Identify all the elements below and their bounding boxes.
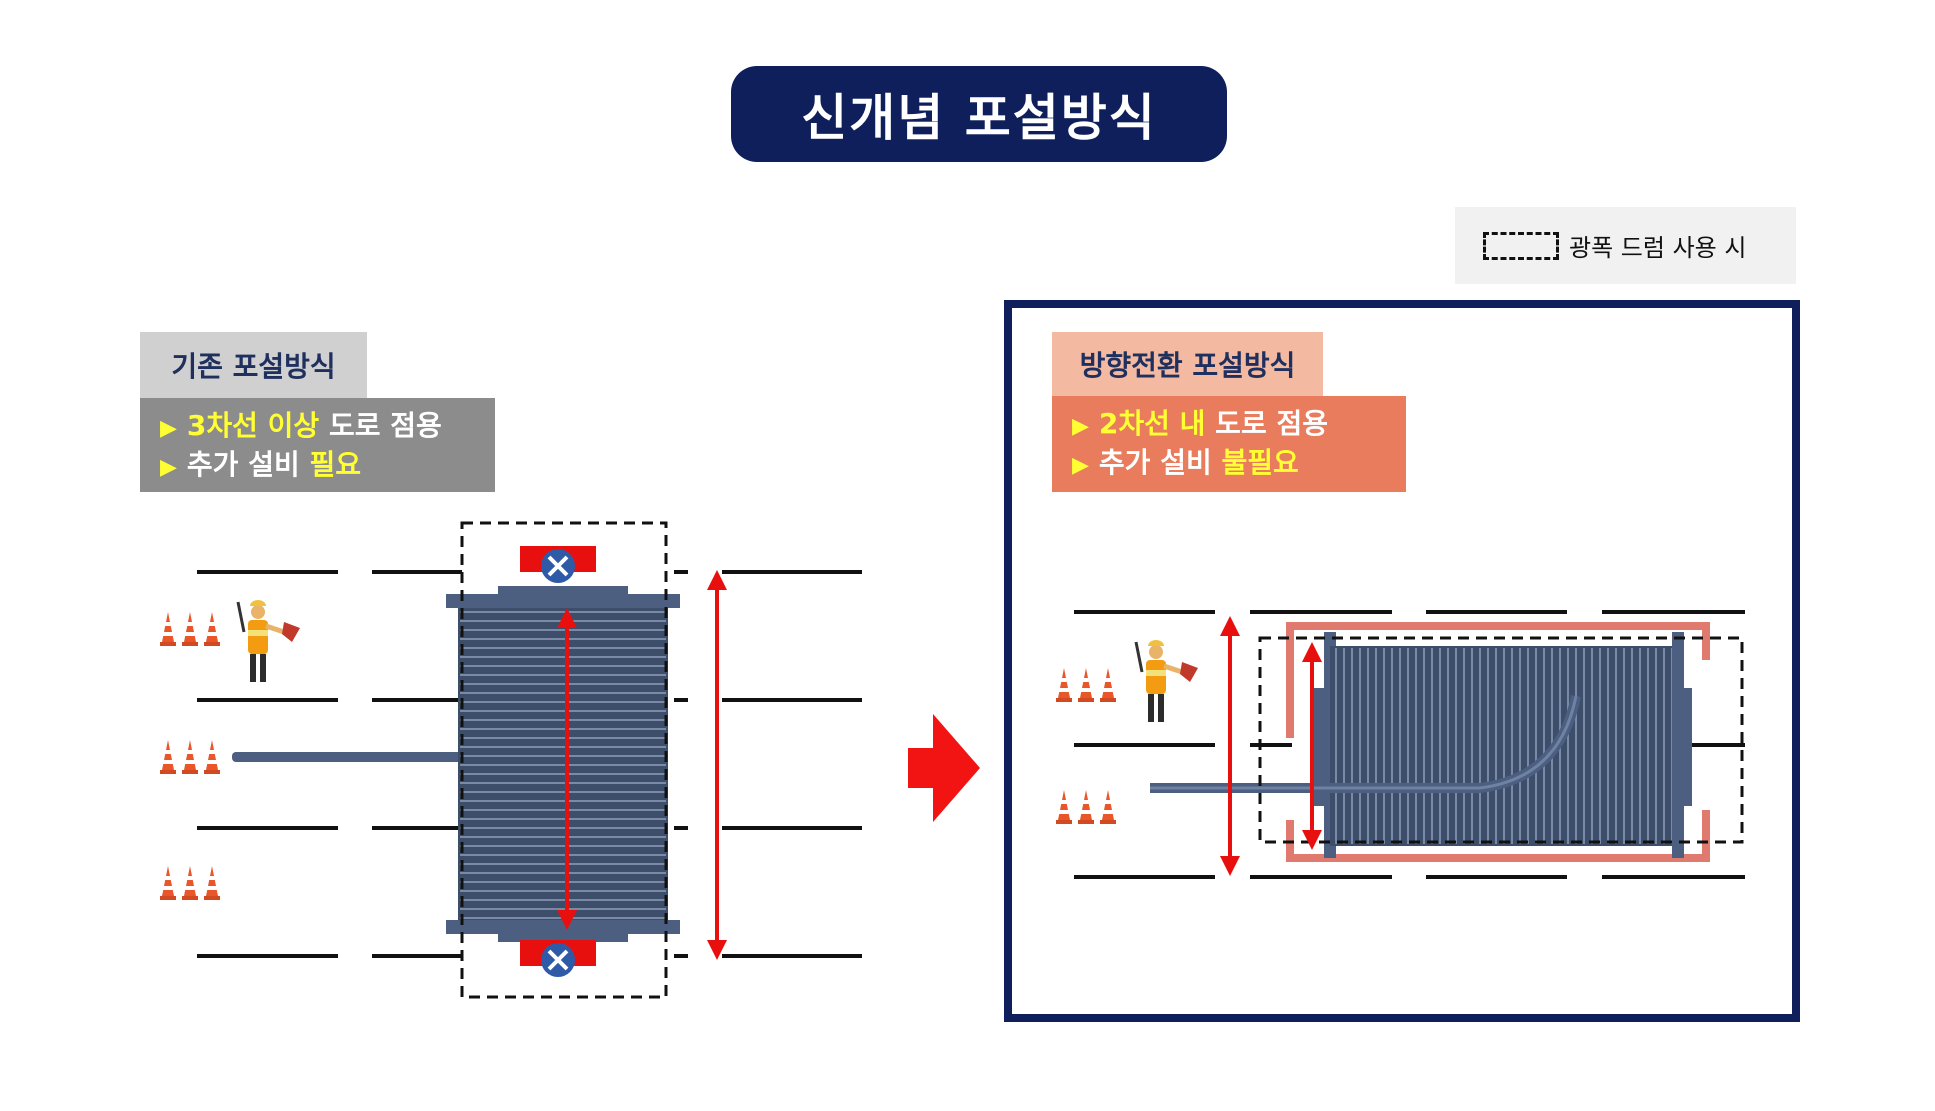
bullet-arrow-icon: ▶ [1072,414,1089,439]
right-line-2-text: 추가 설비 [1098,446,1222,479]
right-line-2: ▶ 추가 설비 불필요 [1072,445,1406,484]
right-method-header: 방향전환 포설방식 [1052,332,1323,396]
left-line-1: ▶ 3차선 이상 도로 점용 [160,408,495,447]
legend-label: 광폭 드럼 사용 시 [1569,234,1747,262]
new-method-frame [1004,300,1800,1022]
flagman-icon [238,600,300,682]
reel-wheel-icon [520,940,596,977]
left-line-2-highlight: 필요 [309,448,361,481]
traffic-cone-icon [160,740,220,774]
reel-wheel-icon [520,546,596,583]
traffic-cone-icon [1056,668,1116,702]
right-arrow-icon [908,714,980,822]
left-line-1-rest: 도로 점용 [319,409,442,442]
right-line-1-rest: 도로 점용 [1205,407,1328,440]
turntable-frame [1286,622,1710,862]
right-road-lines [1074,610,1745,879]
left-line-1-highlight: 3차선 이상 [186,409,320,442]
wide-drum-outline [460,521,668,999]
cable-drum-vertical [446,586,680,942]
left-line-2: ▶ 추가 설비 필요 [160,447,495,486]
legend: 광폭 드럼 사용 시 [1455,207,1796,284]
right-line-1-highlight: 2차선 내 [1098,407,1206,440]
cable-line [232,752,464,762]
dashed-box-legend-icon [1483,231,1559,260]
cable-drum-horizontal [1314,632,1692,858]
left-method-header: 기존 포설방식 [140,332,367,398]
traffic-cone-icon [160,866,220,900]
traffic-cone-icon [160,612,220,646]
traffic-cone-icon [1056,790,1116,824]
right-line-2-highlight: 불필요 [1221,446,1299,479]
left-method-details: ▶ 3차선 이상 도로 점용 ▶ 추가 설비 필요 [140,398,495,492]
bullet-arrow-icon: ▶ [160,455,177,480]
page-title: 신개념 포설방식 [731,66,1227,162]
left-road-lines [197,570,862,958]
right-line-1: ▶ 2차선 내 도로 점용 [1072,406,1406,445]
cable-line-highlight [1150,695,1578,790]
wide-drum-outline [1258,636,1744,844]
bullet-arrow-icon: ▶ [160,416,177,441]
flagman-icon [1136,640,1198,722]
bullet-arrow-icon: ▶ [1072,453,1089,478]
right-method-details: ▶ 2차선 내 도로 점용 ▶ 추가 설비 불필요 [1052,396,1406,492]
left-line-2-text: 추가 설비 [186,448,310,481]
